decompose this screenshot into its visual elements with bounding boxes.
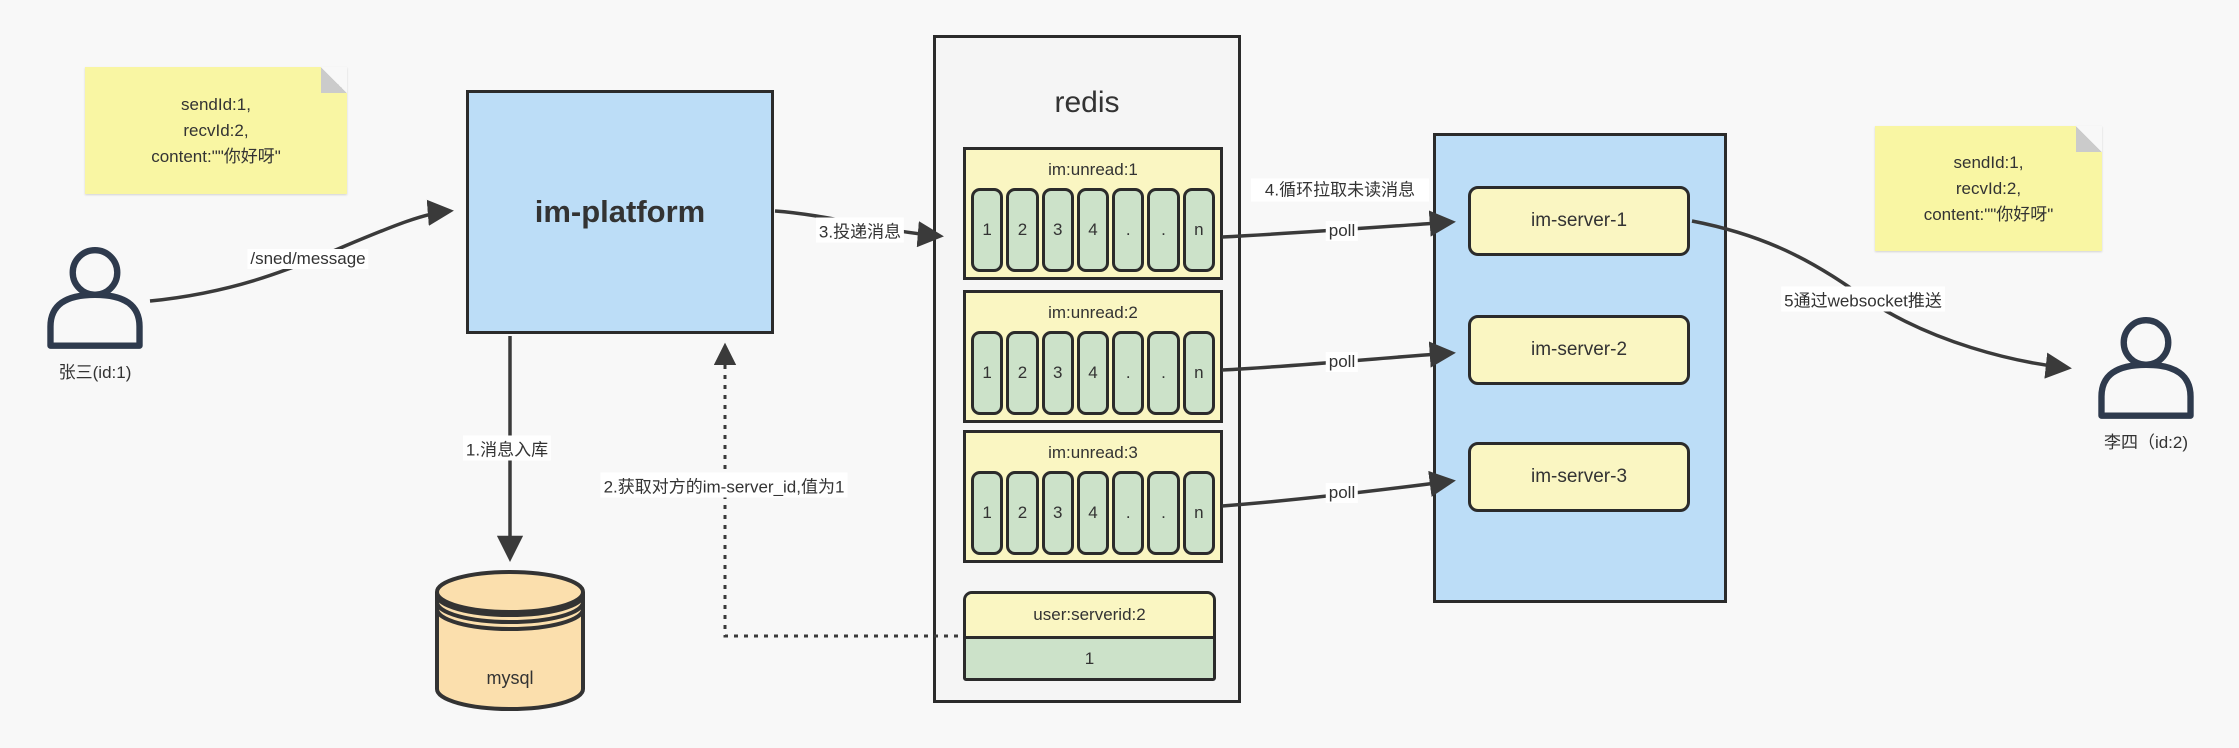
label-send-endpoint: /sned/message [247, 249, 369, 269]
unread-queue-2-cells: 1 2 3 4 . . n [966, 331, 1220, 415]
user-serverid-key: user:serverid:2 [966, 594, 1213, 639]
label-step1: 1.消息入库 [462, 435, 552, 461]
queue-cell: 4 [1076, 331, 1110, 415]
user-sender-name: 张三(id:1) [58, 363, 132, 382]
user-receiver: 李四（id:2) [2091, 316, 2201, 453]
queue-cell: . [1112, 188, 1145, 272]
queue-cell: . [1147, 188, 1180, 272]
queue-cell: 1 [971, 331, 1004, 415]
im-server-2-label: im-server-2 [1530, 339, 1628, 360]
unread-queue-2-title: im:unread:2 [1048, 303, 1138, 322]
queue-cell: n [1182, 471, 1215, 555]
mysql-label: mysql [486, 668, 534, 688]
label-step4: 4.循环拉取未读消息 [1251, 178, 1429, 202]
redis-title: redis [1054, 86, 1120, 119]
note-line: recvId:2, [1955, 178, 2022, 198]
queue-cell: . [1112, 331, 1145, 415]
queue-cell: n [1182, 331, 1215, 415]
redis-container: redis im:unread:1 1 2 3 4 . . n im:unrea… [933, 35, 1241, 703]
unread-queue-1: im:unread:1 1 2 3 4 . . n [963, 147, 1223, 280]
note-line: content:""你好呀" [1923, 204, 2054, 224]
database-icon [435, 570, 585, 711]
user-sender: 张三(id:1) [40, 246, 150, 383]
queue-cell: 3 [1041, 331, 1074, 415]
im-server-3-node: im-server-3 [1468, 442, 1690, 512]
queue-cell: . [1147, 471, 1180, 555]
unread-queue-2: im:unread:2 1 2 3 4 . . n [963, 290, 1223, 423]
queue-cell: 3 [1041, 188, 1074, 272]
queue-cell: . [1147, 331, 1180, 415]
queue-cell: 4 [1076, 471, 1110, 555]
queue-cell: 1 [971, 188, 1004, 272]
note-text: sendId:1, recvId:2, content:""你好呀" [85, 92, 347, 170]
note-line: sendId:1, [1953, 152, 2024, 172]
note-text: sendId:1, recvId:2, content:""你好呀" [1875, 150, 2102, 228]
user-receiver-name: 李四（id:2) [2103, 433, 2189, 452]
im-platform-label: im-platform [534, 194, 706, 229]
label-poll-1: poll [1325, 221, 1359, 241]
label-poll-2: poll [1325, 352, 1359, 372]
unread-queue-3: im:unread:3 1 2 3 4 . . n [963, 430, 1223, 563]
im-server-1-node: im-server-1 [1468, 186, 1690, 256]
queue-cell: 2 [1006, 331, 1039, 415]
note-line: sendId:1, [181, 94, 251, 114]
unread-queue-3-title: im:unread:3 [1048, 443, 1138, 462]
im-server-3-label: im-server-3 [1530, 466, 1628, 487]
queue-cell: 3 [1041, 471, 1074, 555]
unread-queue-1-title: im:unread:1 [1048, 160, 1138, 179]
person-icon [47, 247, 143, 349]
person-icon [2098, 317, 2194, 419]
im-server-1-label: im-server-1 [1530, 210, 1628, 231]
note-line: recvId:2, [183, 120, 249, 140]
im-platform-node: im-platform [466, 90, 774, 334]
note-line: content:""你好呀" [151, 146, 281, 166]
mysql-node: mysql [433, 568, 587, 713]
arrow-step2-lookup-dotted [713, 342, 958, 638]
unread-queue-3-cells: 1 2 3 4 . . n [966, 471, 1220, 555]
label-step3: 3.投递消息 [815, 217, 905, 243]
note-fold-corner [321, 67, 347, 93]
queue-cell: 1 [971, 471, 1004, 555]
label-poll-3: poll [1325, 483, 1359, 503]
queue-cell: 2 [1006, 471, 1039, 555]
label-step2: 2.获取对方的im-server_id,值为1 [600, 472, 848, 498]
queue-cell: 4 [1076, 188, 1110, 272]
unread-queue-1-cells: 1 2 3 4 . . n [966, 188, 1220, 272]
sender-message-note: sendId:1, recvId:2, content:""你好呀" [85, 67, 347, 194]
user-serverid-kv: user:serverid:2 1 [963, 591, 1216, 681]
user-serverid-value: 1 [1084, 649, 1095, 668]
label-step5: 5通过websocket推送 [1781, 286, 1945, 312]
receiver-message-note: sendId:1, recvId:2, content:""你好呀" [1875, 126, 2102, 251]
queue-cell: n [1182, 188, 1215, 272]
im-server-2-node: im-server-2 [1468, 315, 1690, 385]
note-fold-corner [2076, 126, 2102, 152]
queue-cell: . [1112, 471, 1145, 555]
im-server-cluster: im-server-1 im-server-2 im-server-3 [1433, 133, 1727, 603]
queue-cell: 2 [1006, 188, 1039, 272]
